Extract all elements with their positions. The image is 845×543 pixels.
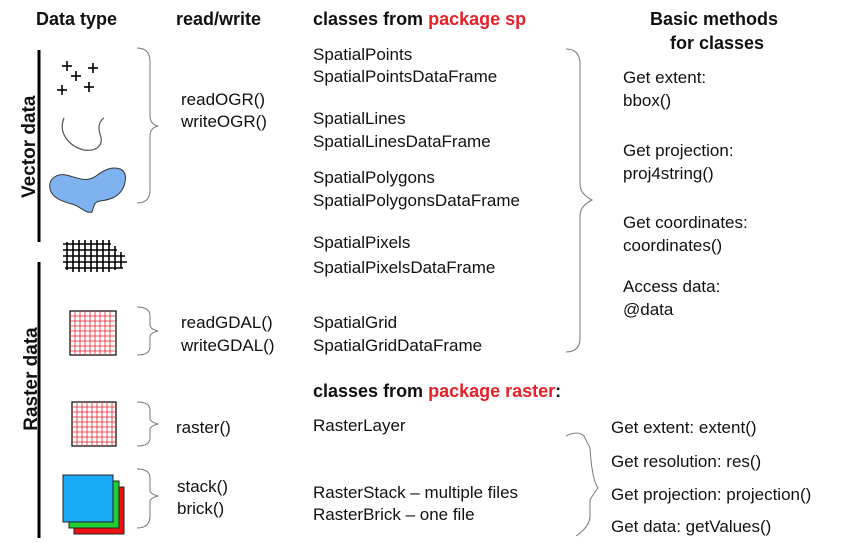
- write-gdal: writeGDAL(): [181, 336, 275, 355]
- method-projection-label: Get projection:: [623, 141, 734, 160]
- grid-icon-raster: [71, 401, 117, 447]
- grid-icon-sp: [69, 310, 117, 356]
- method-coordinates-label: Get coordinates:: [623, 213, 748, 232]
- polygon-icon: [49, 167, 126, 213]
- header-package-raster: package raster: [428, 381, 556, 401]
- header-basic-methods-1: Basic methods: [650, 9, 779, 29]
- brace-raster: [136, 401, 159, 447]
- class-spatial-points: SpatialPoints: [313, 45, 413, 64]
- brick-function: brick(): [177, 499, 225, 518]
- braces: [136, 47, 599, 537]
- raster-method-data: Get data: getValues(): [611, 517, 772, 536]
- header-classes-sp: classes from package sp: [313, 9, 526, 30]
- class-spatial-grid: SpatialGrid: [313, 313, 398, 332]
- header-classes-sp-prefix: classes from: [313, 9, 429, 29]
- write-ogr: writeOGR(): [181, 112, 267, 131]
- read-ogr: readOGR(): [181, 90, 266, 109]
- brace-vector: [136, 47, 159, 204]
- header-classes-raster: classes from package raster:: [313, 381, 561, 402]
- method-projection-fn: proj4string(): [623, 164, 714, 183]
- stack-function: stack(): [177, 477, 228, 496]
- brace-raster-classes: [565, 432, 599, 537]
- class-raster-brick: RasterBrick – one file: [313, 505, 475, 524]
- brace-gdal: [136, 306, 159, 356]
- method-coordinates-fn: coordinates(): [623, 236, 723, 255]
- class-spatial-polygons: SpatialPolygons: [313, 168, 435, 187]
- class-raster-layer: RasterLayer: [313, 416, 406, 435]
- brace-sp-classes: [565, 48, 594, 353]
- class-spatial-points-df: SpatialPointsDataFrame: [313, 67, 498, 86]
- line-icon: [61, 117, 105, 151]
- raster-method-extent: Get extent: extent(): [611, 418, 757, 437]
- class-spatial-grid-df: SpatialGridDataFrame: [313, 336, 483, 355]
- header-data-type: Data type: [36, 9, 118, 29]
- class-raster-stack: RasterStack – multiple files: [313, 483, 519, 502]
- raster-stack-icon: [62, 474, 125, 535]
- header-package-sp: package sp: [428, 9, 527, 29]
- raster-method-resolution: Get resolution: res(): [611, 452, 762, 471]
- brace-stack: [136, 468, 159, 529]
- points-icon: [57, 61, 98, 95]
- header-read-write: read/write: [176, 9, 262, 29]
- read-gdal: readGDAL(): [181, 313, 273, 332]
- class-spatial-pixels: SpatialPixels: [313, 233, 411, 252]
- class-spatial-lines: SpatialLines: [313, 109, 406, 128]
- raster-function: raster(): [176, 418, 231, 437]
- class-spatial-pixels-df: SpatialPixelsDataFrame: [313, 258, 496, 277]
- header-classes-raster-prefix: classes from: [313, 381, 429, 401]
- method-data-fn: @data: [623, 300, 674, 319]
- class-spatial-polygons-df: SpatialPolygonsDataFrame: [313, 191, 520, 210]
- header-basic-methods-2: for classes: [670, 33, 765, 53]
- header-classes-raster-suffix: :: [555, 381, 562, 401]
- method-extent-label: Get extent:: [623, 68, 707, 87]
- method-extent-fn: bbox(): [623, 91, 672, 110]
- class-spatial-lines-df: SpatialLinesDataFrame: [313, 132, 491, 151]
- pixels-icon: [63, 240, 127, 272]
- method-data-label: Access data:: [623, 277, 721, 296]
- raster-method-projection: Get projection: projection(): [611, 485, 812, 504]
